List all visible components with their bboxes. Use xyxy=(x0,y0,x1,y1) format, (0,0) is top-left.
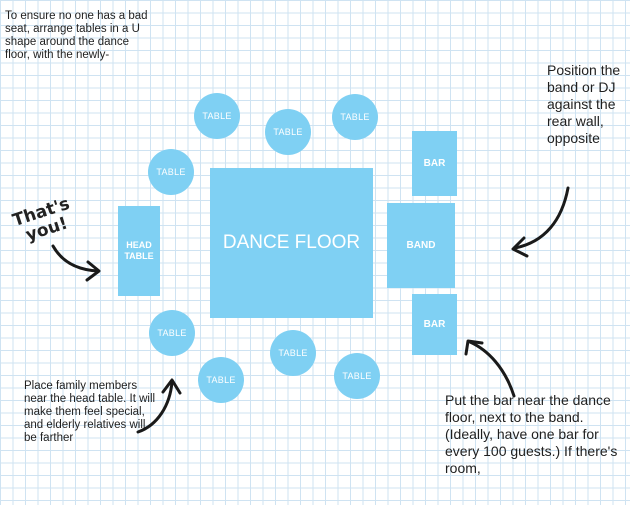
bar-top-label: BAR xyxy=(423,158,446,169)
table-label: TABLE xyxy=(206,375,236,385)
arrow-to-head-table xyxy=(51,244,100,273)
family-note: Place family members near the head table… xyxy=(24,380,156,444)
bar-note: Put the bar near the dance floor, next t… xyxy=(445,392,618,476)
dance-floor: DANCE FLOOR xyxy=(210,168,373,318)
arrow-to-bar xyxy=(468,340,516,398)
table-label: TABLE xyxy=(340,112,370,122)
dance-floor-label: DANCE FLOOR xyxy=(222,232,361,253)
table-upper-left: TABLE xyxy=(148,149,194,195)
table-label: TABLE xyxy=(156,167,186,177)
bar-top: BAR xyxy=(412,131,457,196)
table-label: TABLE xyxy=(273,127,303,137)
head-table-label-line1: HEAD xyxy=(126,240,152,250)
arrow-to-band xyxy=(513,186,570,250)
arrow-to-family xyxy=(136,380,174,434)
arrowhead-bar xyxy=(464,339,484,356)
arrowhead-head-table xyxy=(85,260,101,282)
band-stage: BAND xyxy=(387,203,455,288)
band-label: BAND xyxy=(406,240,436,251)
table-label: TABLE xyxy=(342,371,372,381)
arrowhead-band xyxy=(511,236,529,258)
table-top-right: TABLE xyxy=(332,94,378,140)
bar-bottom: BAR xyxy=(412,294,457,355)
table-bottom-center: TABLE xyxy=(270,330,316,376)
band-note: Position the band or DJ against the rear… xyxy=(547,62,621,146)
intro-note: To ensure no one has a bad seat, arrange… xyxy=(5,10,148,61)
head-table: HEAD TABLE xyxy=(118,206,160,296)
table-bottom-left: TABLE xyxy=(198,357,244,403)
table-top-left: TABLE xyxy=(194,93,240,139)
bar-bottom-label: BAR xyxy=(423,319,446,330)
table-bottom-right: TABLE xyxy=(334,353,380,399)
table-label: TABLE xyxy=(278,348,308,358)
head-table-label-line2: TABLE xyxy=(124,251,154,261)
table-lower-left: TABLE xyxy=(149,310,195,356)
table-label: TABLE xyxy=(157,328,187,338)
arrowhead-family xyxy=(161,378,182,395)
table-label: TABLE xyxy=(202,111,232,121)
table-top-center: TABLE xyxy=(265,109,311,155)
